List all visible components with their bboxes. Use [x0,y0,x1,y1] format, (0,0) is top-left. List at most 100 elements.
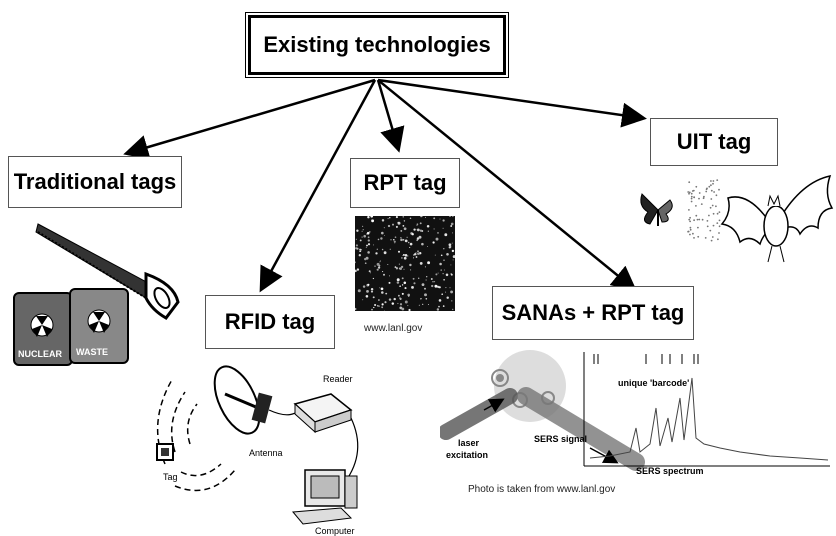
node-sanas-rpt-tag: SANAs + RPT tag [492,286,694,340]
ultrasound-dot [706,220,709,222]
rpt-particle [402,254,404,256]
ultrasound-dot [695,214,698,217]
rfid-computer-label: Computer [315,526,355,536]
ultrasound-dot [718,232,720,234]
rpt-particle [437,232,439,234]
rpt-particle [446,296,449,299]
rpt-particle [389,248,391,250]
rpt-particle [434,254,436,256]
rpt-particle [387,224,391,228]
rpt-particle [433,217,436,220]
rpt-particle [427,261,431,265]
sers-spectrum-label: SERS spectrum [636,466,704,476]
rpt-particle [389,275,390,277]
nuclear-waste-barrels: NUCLEAR WASTE [13,288,129,366]
rpt-particle [413,257,415,259]
rpt-particle [380,231,384,235]
rpt-particle [404,239,408,243]
rpt-particle [439,218,441,220]
ultrasound-dot [712,224,715,227]
rpt-particle [417,250,419,252]
sers-figure: unique 'barcode' laser excitation SERS s… [440,350,830,476]
ultrasound-dot [687,191,690,193]
rpt-particle [451,300,453,302]
sers-signal-label: SERS signal [534,434,587,444]
rpt-particle [404,300,408,304]
rpt-particle [425,279,427,281]
rpt-particle [452,259,454,261]
ultrasound-dot [687,230,689,233]
rpt-particle [377,238,380,241]
ultrasound-dot [709,206,712,209]
rpt-label: RPT tag [363,170,447,195]
rpt-particle [436,308,440,311]
rpt-particle [387,264,389,265]
rpt-particle [435,273,438,276]
rpt-particle [384,301,387,304]
rpt-particle [394,236,397,239]
rpt-particle [359,239,362,242]
rpt-particle [401,307,405,311]
ultrasound-dot [713,191,715,193]
ultrasound-dot [695,205,697,207]
root-node: Existing technologies [245,12,509,78]
rpt-particle [401,257,403,259]
ultrasound-dot [695,185,698,188]
rpt-particle [372,277,375,280]
ultrasound-dot [690,192,693,195]
rpt-particle [448,243,452,247]
ultrasound-dot [710,198,713,200]
rpt-particle [435,237,439,241]
rpt-particle [421,283,425,287]
rpt-particle [381,291,384,294]
rpt-particle [396,281,400,284]
ultrasound-dot [715,194,718,197]
rpt-particle [369,231,371,233]
rpt-particle [397,302,399,305]
rpt-particle [439,262,442,266]
rpt-particle [367,243,371,246]
rpt-particle [450,273,453,276]
node-rfid-tag: RFID tag [205,295,335,349]
rpt-particle [367,251,370,254]
ultrasound-dot [689,226,692,229]
rpt-particle [364,257,367,261]
uit-label: UIT tag [676,129,752,154]
rpt-particle [402,216,404,218]
rpt-particle [443,269,445,271]
rpt-particle [445,291,447,293]
rpt-particle [407,255,409,257]
rpt-particle [368,270,371,273]
ultrasound-dot [708,214,710,217]
rpt-particle [365,295,369,298]
rpt-particle [424,287,426,290]
rpt-particle [434,281,436,283]
rpt-particle [381,303,384,306]
rpt-particle [446,252,449,256]
rpt-particle [362,229,364,231]
ultrasound-dot [711,236,714,238]
rpt-particle [432,281,434,283]
rpt-particle [416,239,419,242]
ultrasound-dot [690,195,693,198]
rpt-particle [403,268,405,270]
ultrasound-dot [697,235,700,238]
ultrasound-dot [718,225,721,228]
rpt-particle [410,269,412,271]
ultrasound-dot [704,237,707,239]
rpt-particle [416,224,418,226]
rpt-particle [393,238,395,241]
rpt-particle [402,224,405,227]
ultrasound-dot [696,218,699,221]
rpt-particle [422,303,424,305]
rpt-particle [361,236,363,238]
ultrasound-dot [717,238,719,241]
ultrasound-dot [712,180,715,182]
ultrasound-dot [710,239,713,242]
ultrasound-dot [718,219,721,222]
rpt-particle [387,218,389,220]
node-rpt-tag: RPT tag [350,158,460,208]
ultrasound-dot [688,191,691,194]
ultrasound-dot [692,189,695,192]
rpt-particle [357,289,361,293]
